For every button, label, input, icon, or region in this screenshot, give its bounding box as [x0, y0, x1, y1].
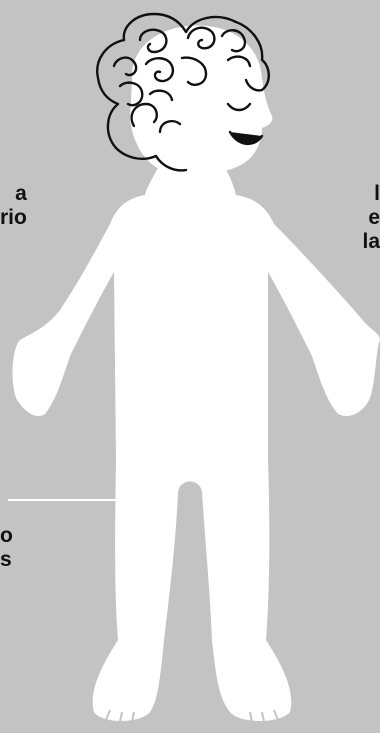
- label-right-top: l e la: [362, 182, 380, 254]
- label-left-bottom: o s: [0, 524, 13, 572]
- label-right-top-line-2: e: [362, 206, 380, 230]
- label-right-top-line-3: la: [362, 230, 380, 254]
- label-left-bottom-line-2: s: [0, 548, 13, 572]
- label-left-top-line-2: rio: [0, 206, 27, 230]
- label-left-top-line-1: a: [0, 182, 27, 206]
- label-left-top: a rio: [0, 182, 27, 230]
- label-right-top-line-1: l: [362, 182, 380, 206]
- body-silhouette: [13, 168, 380, 721]
- label-left-bottom-line-1: o: [0, 524, 13, 548]
